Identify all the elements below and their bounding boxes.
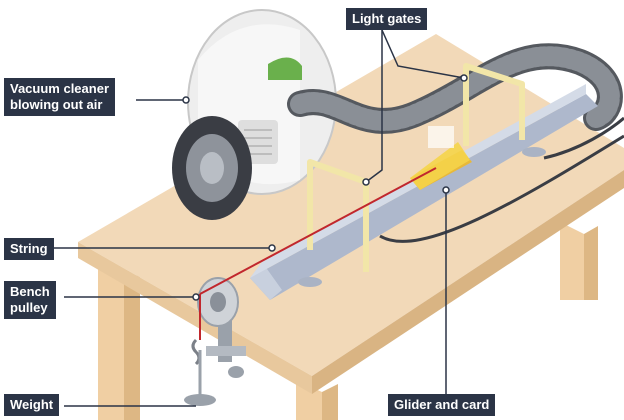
string bbox=[199, 167, 437, 340]
weight bbox=[184, 338, 216, 406]
bench-pulley-label-line-1: Bench bbox=[10, 284, 50, 299]
vacuum-hose bbox=[287, 43, 623, 134]
bench-pulley bbox=[197, 277, 246, 378]
glider-and-card-label: Glider and card bbox=[388, 394, 496, 416]
bench-legs bbox=[98, 222, 598, 420]
vacuum-cleaner-label-line-2: blowing out air bbox=[10, 97, 103, 112]
glider-and-card bbox=[410, 126, 472, 190]
leader-lines bbox=[52, 29, 465, 407]
vacuum-cleaner-label-line-1: Vacuum cleaner bbox=[10, 81, 109, 96]
vacuum-cleaner-label: Vacuum cleaner blowing out air bbox=[4, 78, 115, 116]
vacuum-cleaner bbox=[172, 9, 337, 220]
leader-dots bbox=[182, 74, 468, 301]
weight-label: Weight bbox=[4, 394, 60, 416]
bench-pulley-label-line-2: pulley bbox=[10, 300, 48, 315]
cables bbox=[379, 116, 624, 243]
bench-pulley-label: Bench pulley bbox=[4, 281, 56, 319]
string-label: String bbox=[4, 238, 54, 260]
light-gates-label: Light gates bbox=[346, 8, 428, 30]
light-gates bbox=[307, 63, 525, 272]
